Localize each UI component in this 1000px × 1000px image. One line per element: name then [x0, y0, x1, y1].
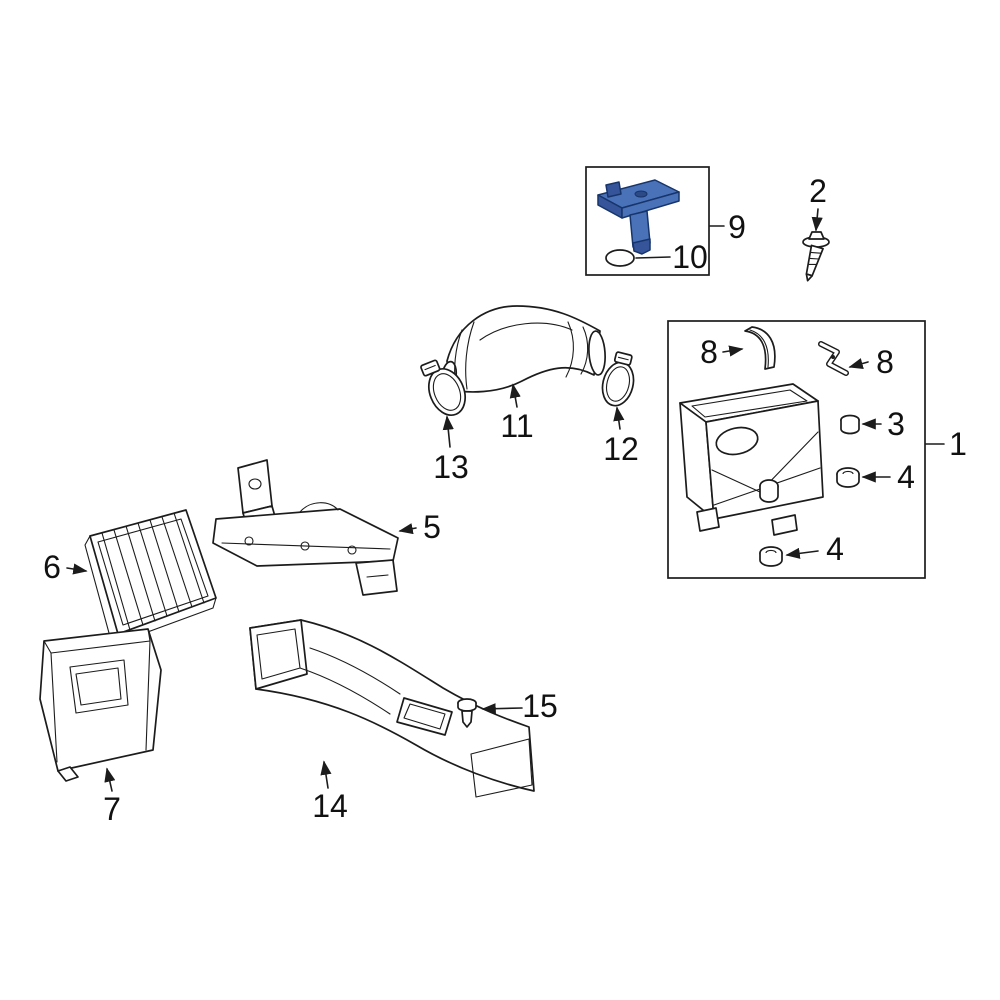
leader-line [848, 358, 869, 369]
callout-label-11[interactable]: 11 [500, 408, 533, 444]
seal-strip-left [744, 326, 776, 370]
air-intake-hose [440, 305, 606, 393]
callout-label-13[interactable]: 13 [433, 449, 469, 485]
callout-4-bottom[interactable]: 4 [785, 531, 844, 567]
leader-line [398, 523, 417, 535]
grommet-bushing [840, 414, 860, 435]
callout-label-8-right[interactable]: 8 [876, 344, 894, 380]
callout-6[interactable]: 6 [43, 549, 88, 585]
callout-7[interactable]: 7 [103, 767, 121, 827]
callout-label-9[interactable]: 9 [728, 209, 746, 245]
callout-label-4-bottom[interactable]: 4 [826, 531, 844, 567]
callout-label-4-side[interactable]: 4 [897, 459, 915, 495]
leader-line [785, 547, 819, 559]
o-ring-seal [605, 249, 635, 267]
callout-1[interactable]: 1 [925, 426, 967, 462]
leader-line [481, 703, 523, 715]
air-cleaner-cover [39, 628, 162, 782]
callout-9[interactable]: 9 [709, 209, 746, 245]
callout-4-side[interactable]: 4 [861, 459, 915, 495]
leader-line [104, 767, 116, 792]
callout-15[interactable]: 15 [481, 688, 558, 724]
insulator-grommet-side [836, 467, 860, 488]
retainer-clip [457, 698, 477, 728]
callout-14[interactable]: 14 [312, 760, 348, 824]
leader-line [811, 208, 823, 232]
callout-label-15[interactable]: 15 [522, 688, 558, 724]
callout-10[interactable]: 10 [635, 239, 708, 275]
callout-label-5[interactable]: 5 [423, 509, 441, 545]
leader-line [722, 345, 744, 357]
insulator-grommet-bottom [759, 546, 783, 567]
callout-8-right[interactable]: 8 [848, 344, 894, 380]
assembly-box [667, 320, 926, 579]
mounting-screw [802, 231, 830, 282]
callout-3[interactable]: 3 [861, 406, 905, 442]
mounting-bracket [212, 459, 399, 596]
air-cleaner-housing [679, 383, 824, 536]
callout-12[interactable]: 12 [603, 406, 639, 467]
mass-air-flow-sensor [597, 179, 680, 255]
callout-5[interactable]: 5 [398, 509, 441, 545]
callout-8-left[interactable]: 8 [700, 334, 744, 370]
leader-line [442, 415, 454, 448]
hose-clamp-right [601, 351, 635, 407]
callout-label-14[interactable]: 14 [312, 788, 348, 824]
callout-label-1[interactable]: 1 [949, 426, 967, 462]
callout-label-7[interactable]: 7 [103, 791, 121, 827]
callout-label-10[interactable]: 10 [672, 239, 708, 275]
callout-13[interactable]: 13 [433, 415, 469, 485]
leader-line [66, 563, 88, 575]
sensor-detail-box [585, 166, 710, 276]
callout-label-6[interactable]: 6 [43, 549, 61, 585]
callout-label-3[interactable]: 3 [887, 406, 905, 442]
leader-line [635, 256, 671, 259]
leader-line [320, 760, 332, 789]
callout-label-8-left[interactable]: 8 [700, 334, 718, 370]
callout-2[interactable]: 2 [809, 173, 827, 232]
air-inlet-duct [249, 619, 535, 798]
leader-line [613, 406, 625, 430]
seal-strip-right [818, 341, 849, 376]
callout-label-2[interactable]: 2 [809, 173, 827, 209]
callout-11[interactable]: 11 [500, 383, 534, 444]
leader-line [509, 383, 521, 408]
hose-clamp-left [420, 359, 466, 416]
callout-label-12[interactable]: 12 [603, 431, 639, 467]
air-filter-element [84, 509, 217, 645]
